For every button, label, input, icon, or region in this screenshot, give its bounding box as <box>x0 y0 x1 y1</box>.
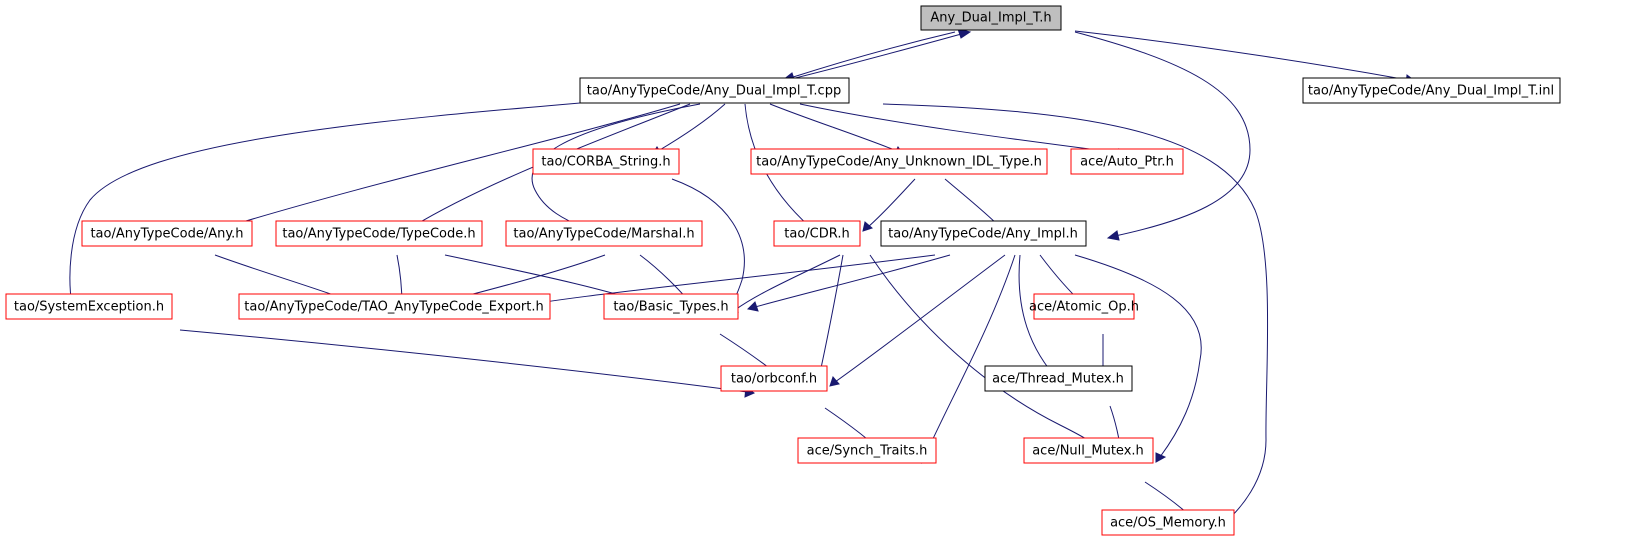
node-label: tao/AnyTypeCode/Marshal.h <box>513 227 694 242</box>
node-thread-mutex-h[interactable]: ace/Thread_Mutex.h <box>984 365 1133 392</box>
node-marshal-h[interactable]: tao/AnyTypeCode/Marshal.h <box>505 220 703 247</box>
edge-arrowheads <box>67 28 1416 531</box>
node-label: ace/Null_Mutex.h <box>1032 444 1144 459</box>
edge-cdr-to-basic-types <box>734 254 841 311</box>
node-label: tao/AnyTypeCode/Any.h <box>90 227 243 242</box>
edge-cpp-to-sysexc <box>69 100 604 307</box>
node-label: tao/CDR.h <box>784 227 849 242</box>
node-synch-traits-h[interactable]: ace/Synch_Traits.h <box>797 437 937 464</box>
node-label: ace/Thread_Mutex.h <box>992 372 1124 387</box>
node-label: tao/AnyTypeCode/TypeCode.h <box>282 227 475 242</box>
edge-cpp-to-cdr <box>744 103 811 228</box>
node-basic-types-h[interactable]: tao/Basic_Types.h <box>603 293 739 320</box>
edge-any-impl-to-basic-types <box>754 254 951 308</box>
arrowhead <box>1155 452 1167 463</box>
dependency-edges <box>69 30 1409 526</box>
edge-cpp-to-any <box>225 103 681 228</box>
edge-cpp-to-unknown-idl <box>769 103 898 152</box>
node-typecode-h[interactable]: tao/AnyTypeCode/TypeCode.h <box>275 220 483 247</box>
edge-cpp-to-os-memory <box>882 103 1269 526</box>
node-any-dual-impl-t-cpp[interactable]: tao/AnyTypeCode/Any_Dual_Impl_T.cpp <box>579 77 850 104</box>
node-label: tao/AnyTypeCode/TAO_AnyTypeCode_Export.h <box>244 300 543 315</box>
node-os-memory-h[interactable]: ace/OS_Memory.h <box>1101 509 1235 536</box>
node-any-dual-impl-t-h[interactable]: Any_Dual_Impl_T.h <box>920 5 1062 31</box>
node-label: tao/AnyTypeCode/Any_Dual_Impl_T.inl <box>1308 84 1554 99</box>
node-label: tao/Basic_Types.h <box>613 300 728 315</box>
node-system-exception-h[interactable]: tao/SystemException.h <box>5 293 173 320</box>
edge-cpp-to-marshal <box>531 103 701 229</box>
node-label: tao/SystemException.h <box>14 300 164 315</box>
node-tao-anytypecode-export-h[interactable]: tao/AnyTypeCode/TAO_AnyTypeCode_Export.h <box>238 293 551 320</box>
node-label: ace/Atomic_Op.h <box>1029 300 1139 315</box>
edge-cdr-to-orbconf <box>817 254 844 383</box>
node-label: tao/orbconf.h <box>731 372 817 387</box>
node-label: tao/CORBA_String.h <box>541 155 670 170</box>
arrowhead <box>862 221 873 232</box>
node-any-impl-h[interactable]: tao/AnyTypeCode/Any_Impl.h <box>880 220 1087 247</box>
node-any-h[interactable]: tao/AnyTypeCode/Any.h <box>81 220 253 247</box>
node-orbconf-h[interactable]: tao/orbconf.h <box>720 365 828 392</box>
edge-root-to-any-impl <box>1074 31 1251 237</box>
edge-cpp-to-auto-ptr <box>799 103 1121 154</box>
node-label: tao/AnyTypeCode/Any_Impl.h <box>888 227 1078 242</box>
node-label: ace/OS_Memory.h <box>1110 516 1226 531</box>
arrowhead <box>746 301 759 312</box>
node-label: ace/Synch_Traits.h <box>807 444 928 459</box>
edge-cpp-to-corba-string <box>657 103 726 152</box>
edge-any-impl-to-orbconf <box>834 254 1006 383</box>
edge-cdr-to-null-mutex <box>869 254 1113 458</box>
node-corba-string-h[interactable]: tao/CORBA_String.h <box>532 148 680 175</box>
node-label: tao/AnyTypeCode/Any_Unknown_IDL_Type.h <box>756 155 1042 170</box>
node-cdr-h[interactable]: tao/CDR.h <box>773 220 861 247</box>
edge-unknown-idl-to-any-impl <box>944 178 1001 228</box>
node-atomic-op-h[interactable]: ace/Atomic_Op.h <box>1029 293 1139 320</box>
node-auto-ptr-h[interactable]: ace/Auto_Ptr.h <box>1070 148 1184 175</box>
node-null-mutex-h[interactable]: ace/Null_Mutex.h <box>1023 437 1154 464</box>
arrowhead <box>1106 230 1120 241</box>
node-label: Any_Dual_Impl_T.h <box>930 11 1051 26</box>
dependency-nodes: Any_Dual_Impl_T.h tao/AnyTypeCode/Any_Du… <box>5 5 1561 536</box>
edge-root-to-inl <box>1074 30 1409 81</box>
edge-cpp-to-root <box>786 32 966 81</box>
edge-root-to-cpp <box>789 31 956 79</box>
node-any-dual-impl-t-inl[interactable]: tao/AnyTypeCode/Any_Dual_Impl_T.inl <box>1302 77 1561 104</box>
arrowhead <box>829 376 840 387</box>
edge-any-impl-to-null-mutex <box>1074 254 1202 458</box>
node-any-unknown-idl-type-h[interactable]: tao/AnyTypeCode/Any_Unknown_IDL_Type.h <box>750 148 1048 175</box>
edge-any-impl-to-synch-traits <box>924 254 1016 457</box>
node-label: tao/AnyTypeCode/Any_Dual_Impl_T.cpp <box>587 84 841 99</box>
edge-sysexc-to-orbconf <box>179 329 748 393</box>
edge-unknown-idl-to-cdr <box>867 178 916 228</box>
node-label: ace/Auto_Ptr.h <box>1080 155 1174 170</box>
